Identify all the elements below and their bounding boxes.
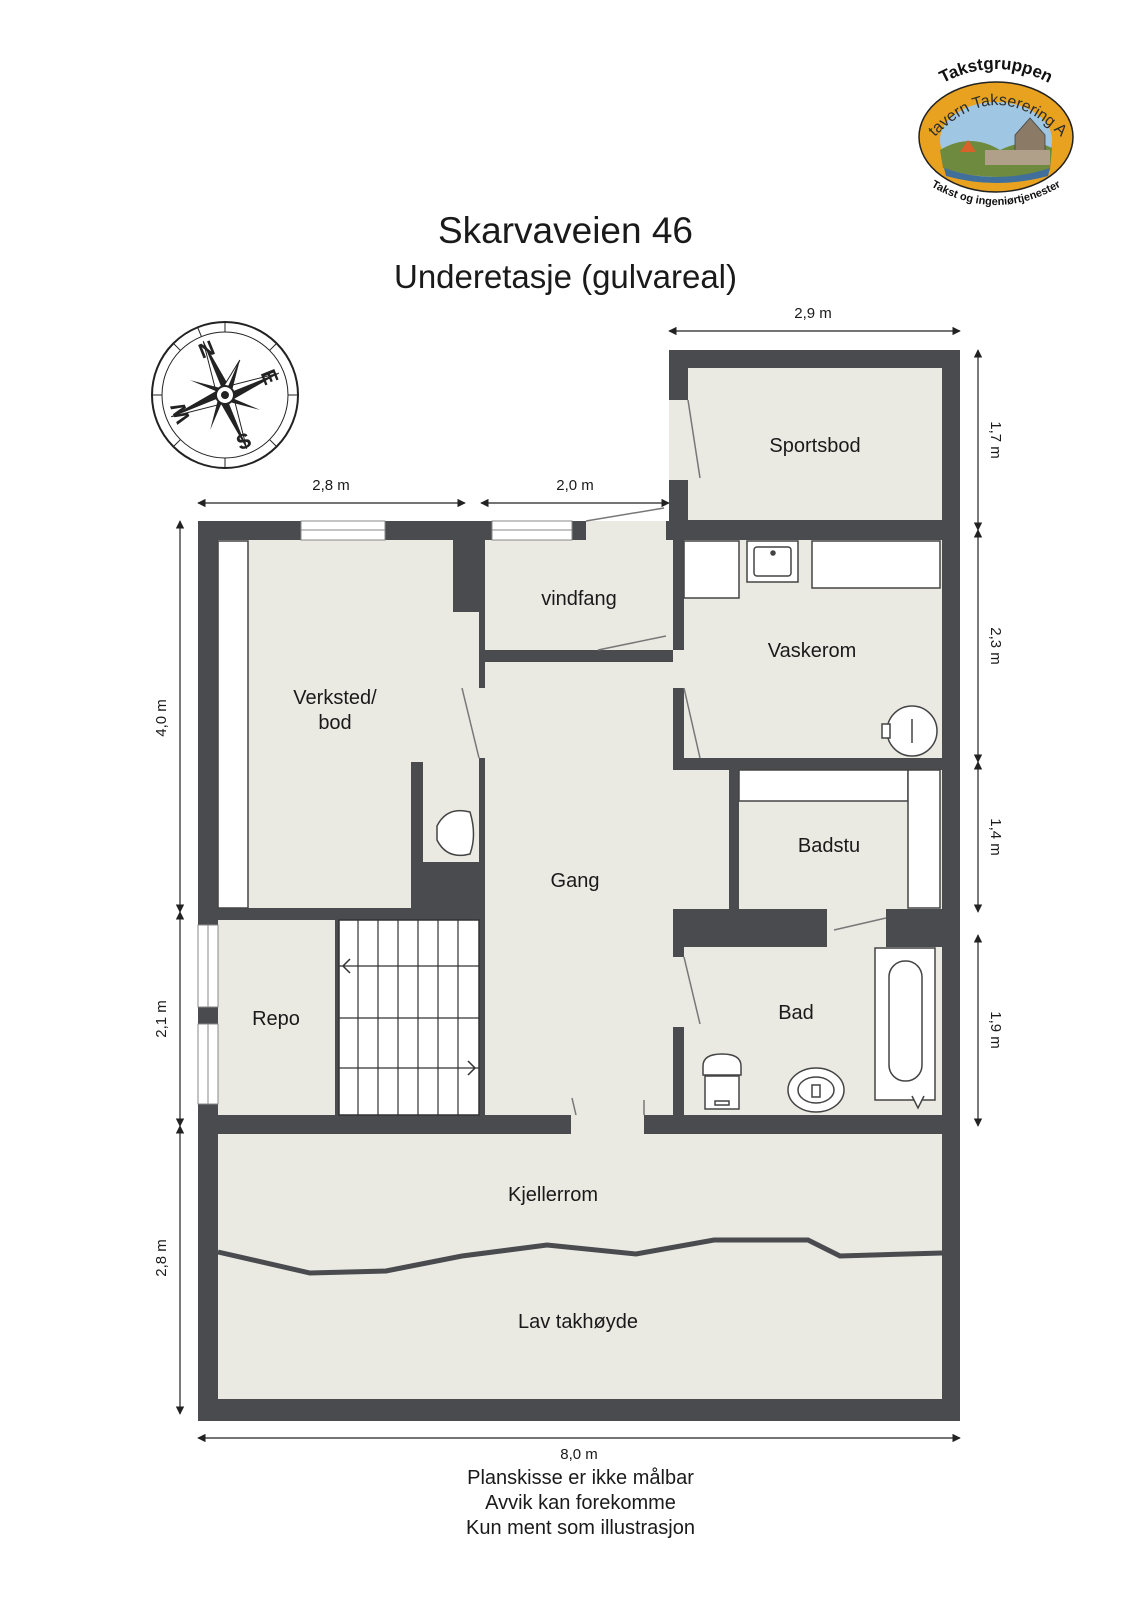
openings	[197, 400, 886, 1134]
dim-right-vaskerom: 2,3 m	[987, 627, 1004, 665]
floor-repo	[218, 920, 335, 1115]
room-label-badstu: Badstu	[798, 835, 860, 857]
room-label-verksted-line1: Verksted/	[293, 687, 377, 709]
dimension-lines	[175, 326, 983, 1443]
room-label-lav-takhoyde: Lav takhøyde	[518, 1311, 638, 1333]
dim-right-badstu: 1,4 m	[987, 818, 1004, 856]
room-label-vindfang: vindfang	[541, 588, 617, 610]
plan-subtitle: Underetasje (gulvareal)	[393, 258, 737, 295]
company-logo: Takstgruppen Stavern Takserering AS Taks…	[0, 0, 1074, 208]
dim-left-upper: 4,0 m	[153, 699, 170, 737]
note-line: Kun ment som illustrasjon	[466, 1517, 695, 1539]
dim-right-sportsbod: 1,7 m	[987, 421, 1004, 459]
low-ceiling-line	[217, 1237, 943, 1276]
counter	[811, 540, 941, 589]
fixtures	[217, 540, 941, 1113]
door-swings	[461, 399, 887, 1116]
dim-left-lower: 2,8 m	[153, 1239, 170, 1277]
sauna-bench	[738, 769, 909, 802]
dim-bottom-total: 8,0 m	[560, 1446, 598, 1463]
toilet	[702, 1053, 742, 1076]
plan-notes: Planskisse er ikke målbar Avvik kan fore…	[0, 1466, 1131, 1541]
dim-right-bad: 1,9 m	[987, 1011, 1004, 1049]
dim-top-vindfang: 2,0 m	[556, 477, 594, 494]
room-label-sportsbod: Sportsbod	[769, 435, 860, 457]
plan-title: Skarvaveien 46	[437, 210, 694, 251]
dim-left-middle: 2,1 m	[153, 1000, 170, 1038]
floor-sportsbod	[688, 368, 942, 520]
room-label-verksted-line2: bod	[318, 712, 351, 734]
sink-gang	[436, 809, 475, 857]
room-label-vaskerom: Vaskerom	[768, 640, 857, 662]
dim-top-sportsbod: 2,9 m	[794, 305, 832, 322]
note-line: Planskisse er ikke målbar	[467, 1467, 694, 1489]
room-label-kjellerrom: Kjellerrom	[508, 1184, 598, 1206]
floor-kjellerrom	[218, 1134, 942, 1399]
logo-company: Stavern Takserering AS	[0, 0, 1070, 140]
compass-rose-icon: N E S W	[151, 321, 299, 469]
walls	[198, 350, 960, 1421]
room-label-repo: Repo	[252, 1008, 300, 1030]
svg-text:Stavern Takserering AS: Stavern Takserering AS	[0, 0, 1070, 140]
washer	[683, 540, 740, 599]
note-line: Avvik kan forekomme	[485, 1492, 676, 1514]
dim-top-verksted: 2,8 m	[312, 477, 350, 494]
workbench	[217, 540, 249, 909]
room-label-gang: Gang	[551, 870, 600, 892]
floor-vindfang	[485, 540, 673, 650]
room-label-bad: Bad	[778, 1002, 814, 1024]
stairs	[338, 919, 480, 1116]
